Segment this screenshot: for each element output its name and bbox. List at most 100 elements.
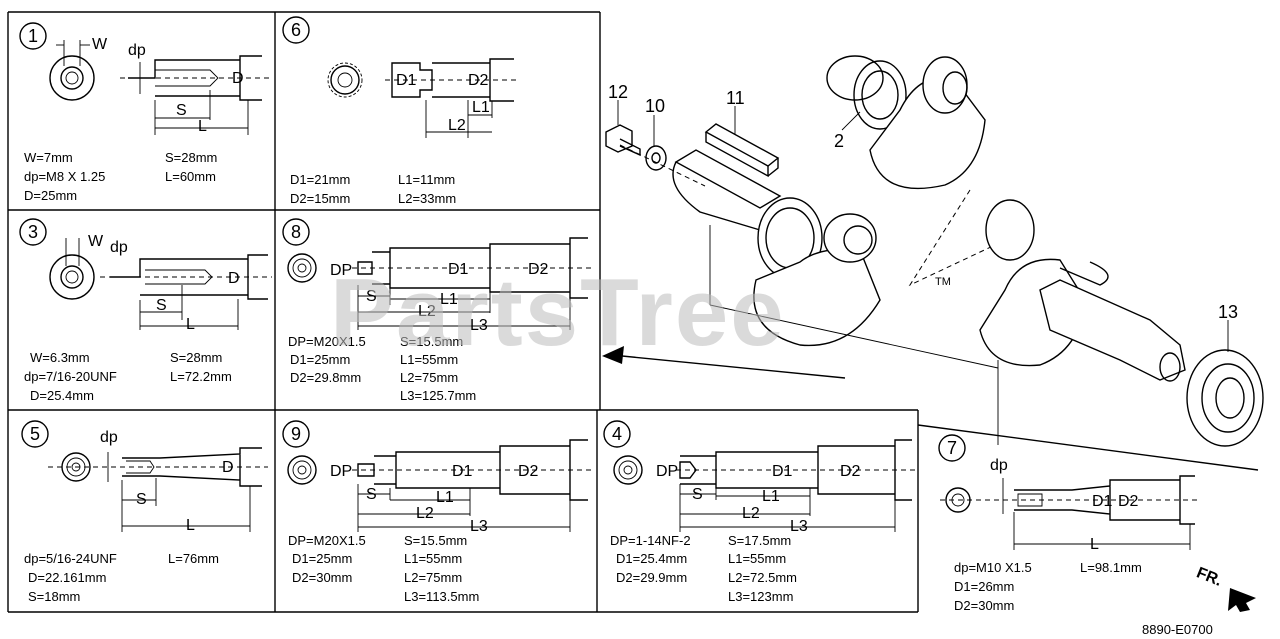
panel-8-label-d1: D1: [448, 261, 469, 278]
panel-1-spec-l: L=60mm: [165, 169, 216, 184]
panel-1-number: 1: [28, 26, 38, 46]
panel-8-label-l3: L3: [470, 317, 488, 334]
callout-13: 13: [1218, 302, 1238, 322]
panel-8-spec-d1: D1=25mm: [290, 352, 350, 367]
panel-4-spec-l2: L2=72.5mm: [728, 570, 797, 585]
panel-4-label-l3: L3: [790, 518, 808, 535]
panel-1-spec-s: S=28mm: [165, 150, 217, 165]
panel-8-spec-l3: L3=125.7mm: [400, 388, 476, 403]
panel-4-drawing: [613, 439, 916, 532]
panel-6-label-l2: L2: [448, 117, 466, 134]
panel-7-spec-l: L=98.1mm: [1080, 560, 1142, 575]
panel-4-number: 4: [612, 424, 622, 444]
front-direction-arrow: [1228, 588, 1256, 612]
panel-3-spec-w: W=6.3mm: [30, 350, 90, 365]
panel-9-label-s: S: [366, 486, 377, 503]
callout-2: 2: [834, 131, 844, 151]
panel-1-label-dp: dp: [128, 42, 146, 59]
panel-4-label-d1: D1: [772, 463, 793, 480]
panel-9-label-d2: D2: [518, 463, 539, 480]
panel-3-label-l: L: [186, 316, 195, 333]
panel-5-drawing: [48, 447, 268, 532]
panel-1-spec-d: D=25mm: [24, 188, 77, 203]
panel-7-spec-d2: D2=30mm: [954, 598, 1014, 613]
panel-9-spec-s: S=15.5mm: [404, 533, 467, 548]
panel-4-spec-s: S=17.5mm: [728, 533, 791, 548]
exploded-crankshaft-view: [602, 55, 1264, 447]
watermark-trademark: TM: [935, 276, 951, 288]
panel-5-spec-d: D=22.161mm: [28, 570, 106, 585]
panel-9-spec-l1: L1=55mm: [404, 551, 462, 566]
panel-6-drawing: [327, 58, 518, 138]
panel-6-spec-l2: L2=33mm: [398, 191, 456, 206]
panel-3-spec-s: S=28mm: [170, 350, 222, 365]
panel-6-label-d2: D2: [468, 72, 489, 89]
panel-8-label-s: S: [366, 288, 377, 305]
panel-3-label-s: S: [156, 297, 167, 314]
panel-3-label-w: W: [88, 233, 104, 250]
callout-10: 10: [645, 96, 665, 116]
panel-9-drawing: [287, 439, 592, 532]
reference-code: 8890-E0700: [1142, 622, 1213, 637]
panel-9-label-dp: DP: [330, 463, 352, 480]
panel-grid: [7, 11, 1259, 613]
panel-4-label-dp: DP: [656, 463, 678, 480]
panel-9-label-d1: D1: [452, 463, 473, 480]
panel-8-spec-d2: D2=29.8mm: [290, 370, 361, 385]
panel-1-spec-w: W=7mm: [24, 150, 73, 165]
panel-7-label-d1: D1: [1092, 493, 1113, 510]
panel-7-label-dp: dp: [990, 457, 1008, 474]
panel-9-label-l1: L1: [436, 489, 454, 506]
panel-1-label-d: D: [232, 70, 244, 87]
panel-9-spec-d2: D2=30mm: [292, 570, 352, 585]
panel-3-number: 3: [28, 222, 38, 242]
panel-5-label-d: D: [222, 459, 234, 476]
panel-5-label-dp: dp: [100, 429, 118, 446]
panel-7-spec-d1: D1=26mm: [954, 579, 1014, 594]
panel-1-label-w: W: [92, 36, 108, 53]
panel-5-spec-dp: dp=5/16-24UNF: [24, 551, 117, 566]
panel-3-drawing: [49, 238, 272, 330]
panel-3-spec-dp: dp=7/16-20UNF: [24, 369, 117, 384]
panel-9-spec-d1: D1=25mm: [292, 551, 352, 566]
panel-7-drawing: [940, 475, 1200, 550]
panel-9-spec-dp: DP=M20X1.5: [288, 533, 366, 548]
panel-9-number: 9: [291, 424, 301, 444]
panel-badges: [19, 16, 966, 462]
panel-7-number: 7: [947, 438, 957, 458]
panel-6-spec-d2: D2=15mm: [290, 191, 350, 206]
panel-8-label-dp: DP: [330, 262, 352, 279]
panel-3-spec-d: D=25.4mm: [30, 388, 94, 403]
panel-4-label-l1: L1: [762, 488, 780, 505]
panel-4-spec-d2: D2=29.9mm: [616, 570, 687, 585]
panel-5-number: 5: [30, 424, 40, 444]
front-direction-label: FR.: [1194, 564, 1224, 589]
panel-6-spec-d1: D1=21mm: [290, 172, 350, 187]
panel-1-label-l: L: [198, 118, 207, 135]
panel-8-spec-s: S=15.5mm: [400, 334, 463, 349]
panel-9-label-l3: L3: [470, 518, 488, 535]
panel-5-spec-s: S=18mm: [28, 589, 80, 604]
panel-1-spec-dp: dp=M8 X 1.25: [24, 169, 105, 184]
panel-9-label-l2: L2: [416, 505, 434, 522]
panel-4-spec-l3: L3=123mm: [728, 589, 793, 604]
panel-6-label-l1: L1: [472, 99, 490, 116]
panel-9-spec-l3: L3=113.5mm: [404, 589, 479, 604]
panel-1-drawing: [49, 40, 270, 135]
panel-8-spec-l1: L1=55mm: [400, 352, 458, 367]
watermark-text: PartsTree: [330, 259, 786, 366]
panel-6-spec-l1: L1=11mm: [398, 172, 455, 187]
panel-4-spec-l1: L1=55mm: [728, 551, 786, 566]
panel-4-spec-d1: D1=25.4mm: [616, 551, 687, 566]
panel-7-spec-dp: dp=M10 X1.5: [954, 560, 1032, 575]
panel-9-spec-l2: L2=75mm: [404, 570, 462, 585]
panel-7-label-d2: D2: [1118, 493, 1139, 510]
panel-5-label-s: S: [136, 491, 147, 508]
panel-6-number: 6: [291, 20, 301, 40]
panel-6-label-d1: D1: [396, 72, 417, 89]
panel-5-spec-l: L=76mm: [168, 551, 219, 566]
panel-7-label-l: L: [1090, 536, 1099, 553]
panel-3-label-d: D: [228, 270, 240, 287]
